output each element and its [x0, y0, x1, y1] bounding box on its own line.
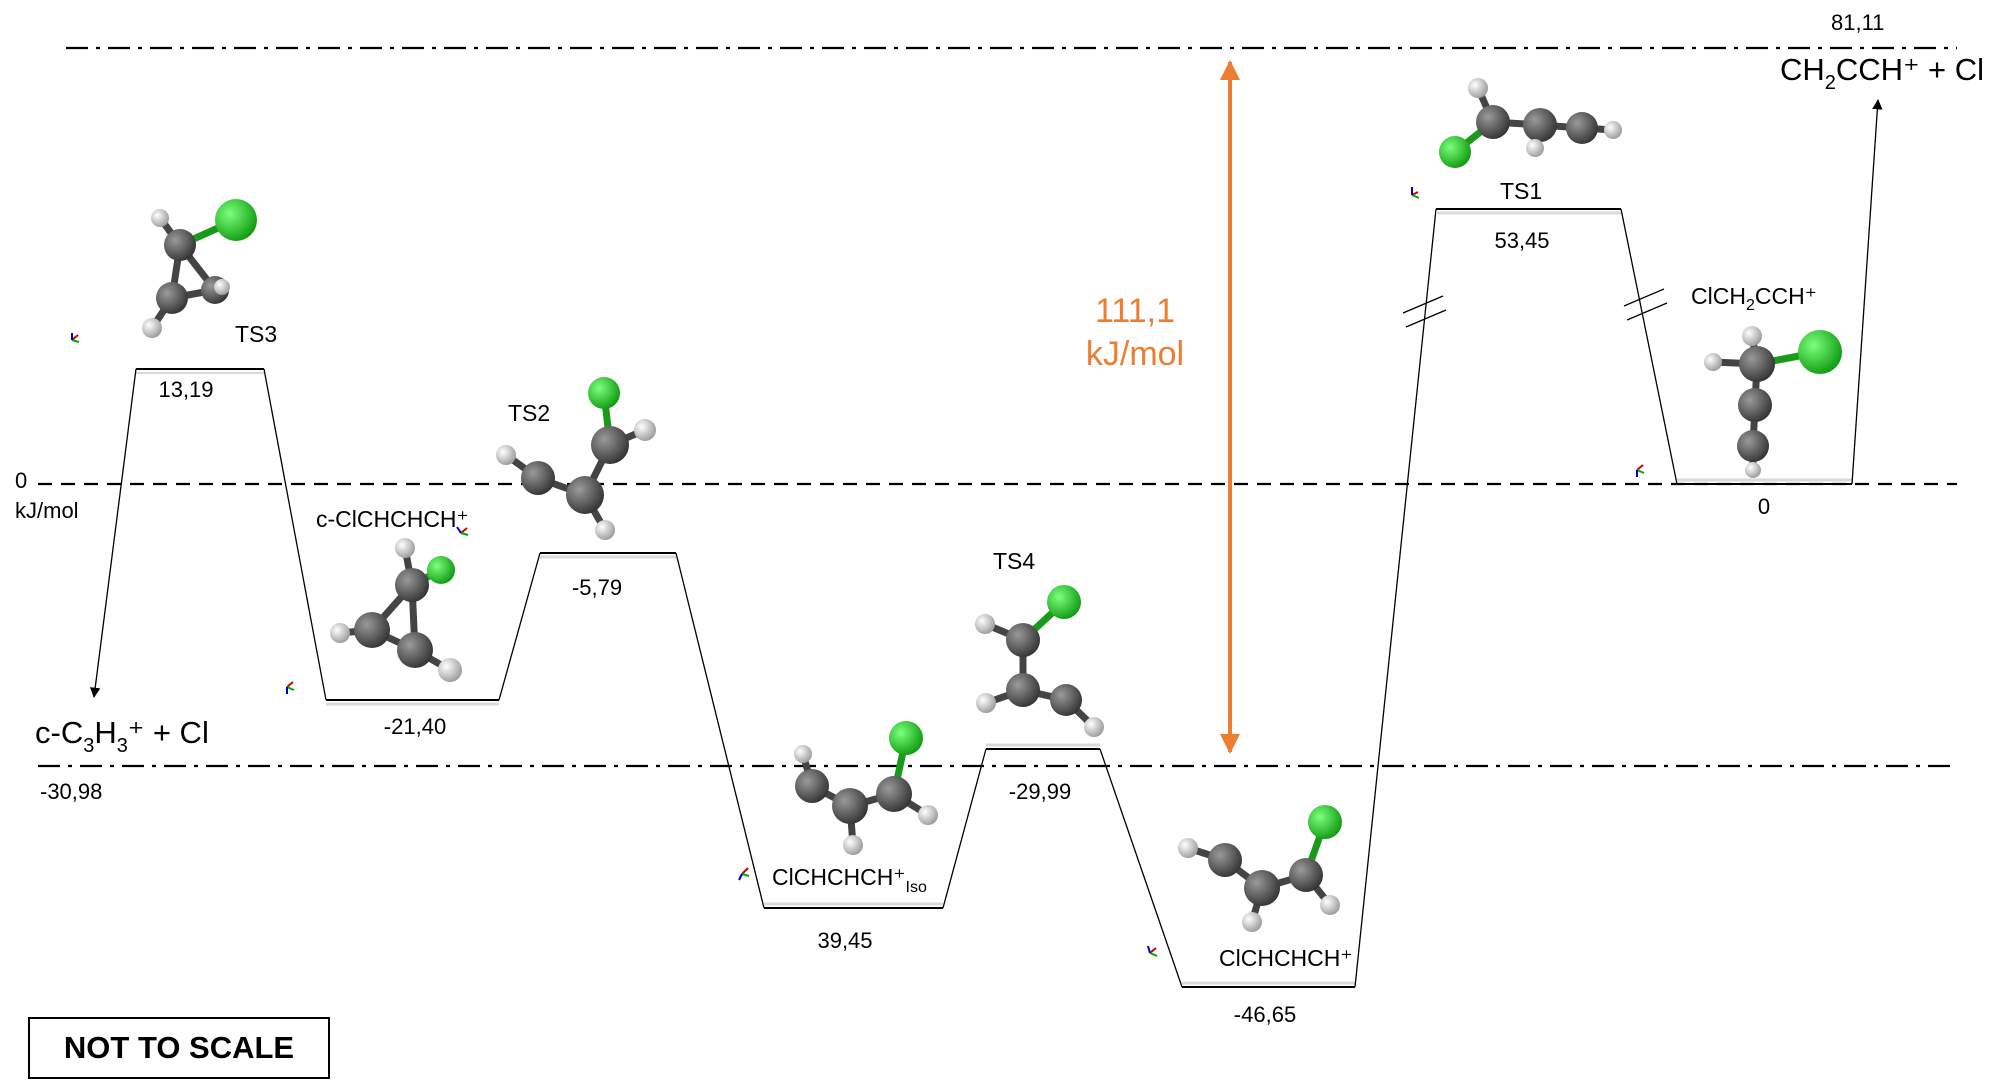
molecule-ts1	[1439, 78, 1622, 168]
ts3-name: TS3	[235, 321, 277, 347]
product-ch2cch-cl: CH2CCH⁺ + Cl	[1780, 52, 1984, 94]
molecule-clchchch	[1178, 805, 1342, 932]
c-clchchch-energy: -21,40	[384, 714, 446, 739]
molecule-ts4	[975, 585, 1104, 737]
zero-unit-label: kJ/mol	[15, 498, 79, 523]
clchchch-iso-name: ClCHCHCH⁺Iso	[772, 864, 927, 896]
barrier-value: 111,1	[1095, 292, 1175, 330]
ts4-name: TS4	[993, 548, 1035, 574]
molecule-clchchch-iso	[794, 721, 938, 855]
zero-label: 0	[15, 468, 27, 493]
ts3-energy: 13,19	[158, 377, 213, 402]
product-ch2cch-cl-energy: 81,11	[1831, 10, 1884, 35]
ts2-name: TS2	[508, 400, 550, 426]
clchchch-name: ClCHCHCH⁺	[1219, 945, 1353, 971]
ts2-energy: -5,79	[572, 575, 622, 600]
ts1-energy: 53,45	[1494, 228, 1549, 253]
ts4-energy: -29,99	[1009, 779, 1071, 804]
clch2cch-energy: 0	[1758, 494, 1770, 519]
molecule-ts2	[496, 377, 656, 540]
axis-glyphs	[71, 187, 1645, 957]
molecule-ts3	[142, 199, 257, 338]
c-clchchch-name: c-ClCHCHCH⁺	[316, 506, 469, 532]
not-to-scale-note: NOT TO SCALE	[28, 1017, 330, 1079]
clchchch-iso-energy: 39,45	[817, 928, 872, 953]
product-c-c3h3-cl-energy: -30,98	[40, 779, 102, 804]
clchchch-energy: -46,65	[1234, 1002, 1296, 1027]
energy-profile	[90, 98, 1883, 988]
ts1-name: TS1	[1500, 178, 1542, 204]
molecule-clch2cch	[1704, 326, 1842, 478]
product-c-c3h3-cl: c-C3H3⁺ + Cl	[35, 715, 209, 757]
clch2cch-name: ClCH2CCH⁺	[1691, 283, 1817, 314]
molecule-c-clchchch	[330, 538, 462, 682]
barrier-unit: kJ/mol	[1086, 335, 1184, 373]
